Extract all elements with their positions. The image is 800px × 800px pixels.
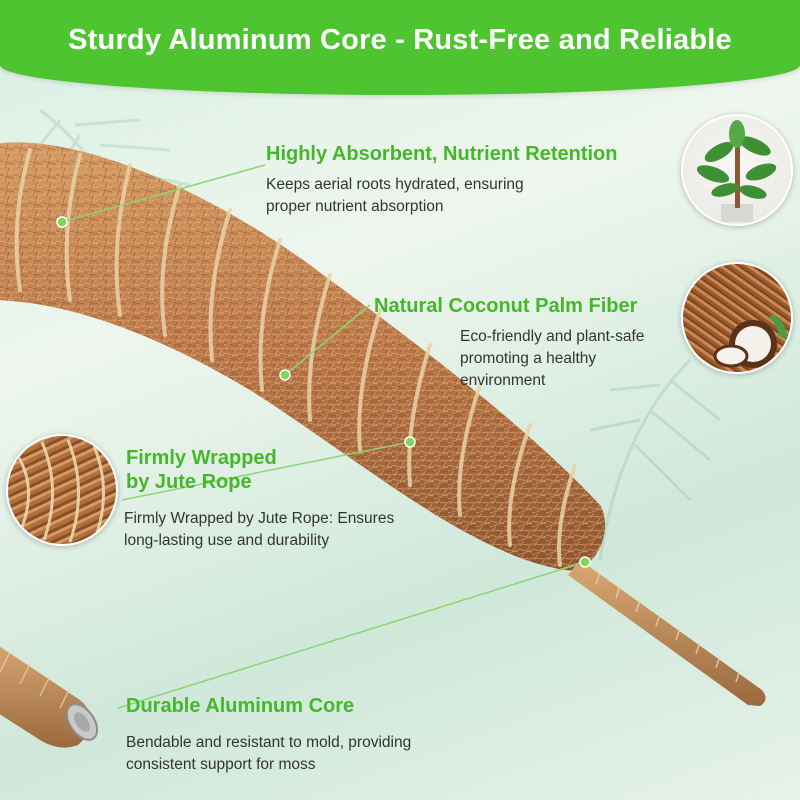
feature-description: Firmly Wrapped by Jute Rope: Ensures lon… bbox=[124, 510, 395, 549]
page-title: Sturdy Aluminum Core - Rust-Free and Rel… bbox=[68, 24, 732, 56]
pole-end-closeup bbox=[0, 646, 99, 748]
plant-photo bbox=[681, 114, 793, 226]
rope-icon bbox=[16, 439, 105, 543]
coconut-fiber-photo bbox=[681, 262, 793, 374]
feature-title: Durable Aluminum Core bbox=[126, 695, 355, 717]
jute-rope-wraps bbox=[14, 148, 577, 567]
feature-title: Firmly Wrapped by Jute Rope bbox=[126, 447, 277, 493]
feature-aluminum-core: Durable Aluminum Core Bendable and resis… bbox=[126, 694, 526, 776]
feature-jute-rope: Firmly Wrapped by Jute Rope Firmly Wrapp… bbox=[124, 446, 466, 552]
jute-rope-closeup-photo bbox=[6, 434, 118, 546]
header-banner: Sturdy Aluminum Core - Rust-Free and Rel… bbox=[0, 0, 800, 95]
feature-title: Highly Absorbent, Nutrient Retention bbox=[266, 143, 618, 165]
callout-dots bbox=[56, 216, 591, 568]
feature-absorbent: Highly Absorbent, Nutrient Retention Kee… bbox=[266, 142, 666, 218]
callout-lines bbox=[61, 164, 586, 709]
feature-description: Bendable and resistant to mold, providin… bbox=[126, 734, 412, 773]
feature-title: Natural Coconut Palm Fiber bbox=[374, 295, 638, 317]
feature-description: Keeps aerial roots hydrated, ensuring pr… bbox=[266, 176, 524, 215]
aluminum-core-exposed bbox=[568, 560, 766, 706]
moss-pole bbox=[0, 142, 766, 706]
feature-description: Eco-friendly and plant-safe promoting a … bbox=[460, 328, 645, 389]
feature-coconut-fiber: Natural Coconut Palm Fiber Eco-friendly … bbox=[374, 294, 674, 392]
plant-icon bbox=[696, 120, 777, 222]
coconut-icon bbox=[713, 314, 788, 368]
